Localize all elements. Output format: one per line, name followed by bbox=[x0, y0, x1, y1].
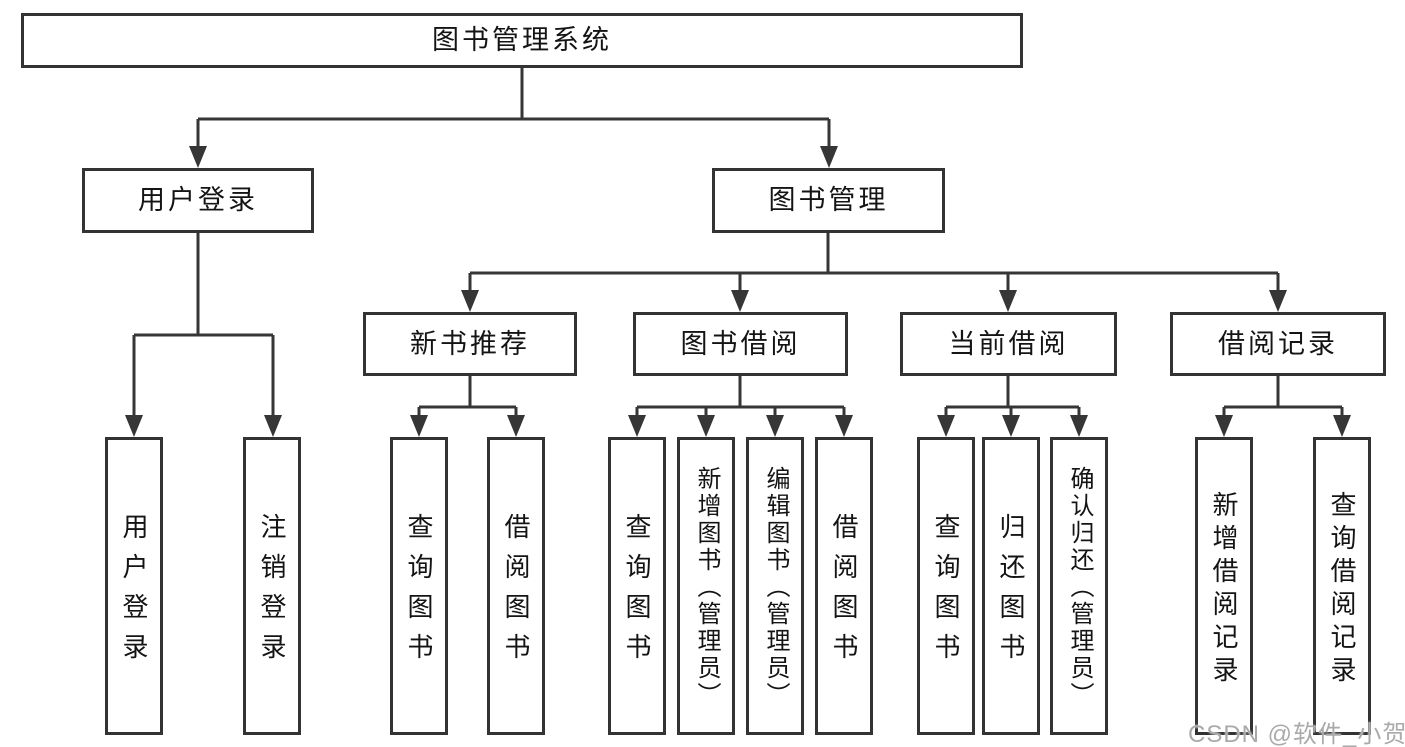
leaf-return-books: 归还图书 bbox=[982, 437, 1040, 735]
leaf-recommend-query-books: 查询图书 bbox=[390, 437, 448, 735]
node-label: 当前借阅 bbox=[948, 328, 1069, 359]
leaf-label: 编辑图书（管理员） bbox=[762, 466, 789, 709]
node-borrowing-records: 借阅记录 bbox=[1170, 312, 1386, 376]
node-label: 图书借阅 bbox=[680, 328, 801, 359]
leaf-edit-book-admin: 编辑图书（管理员） bbox=[746, 437, 804, 735]
leaf-label: 归还图书 bbox=[996, 513, 1026, 673]
leaf-logout: 注销登录 bbox=[243, 437, 301, 735]
leaf-label: 新增借阅记录 bbox=[1209, 490, 1239, 689]
node-new-book-recommendation: 新书推荐 bbox=[363, 312, 577, 376]
csdn-watermark: CSDN @软件_小贺同学 bbox=[1188, 721, 1405, 747]
leaf-label: 查询借阅记录 bbox=[1327, 490, 1357, 689]
leaf-label: 借阅图书 bbox=[829, 513, 859, 673]
leaf-label: 查询图书 bbox=[931, 513, 961, 673]
leaf-confirm-return-admin: 确认归还（管理员） bbox=[1050, 437, 1108, 735]
leaf-label: 查询图书 bbox=[622, 513, 652, 673]
leaf-add-borrow-record: 新增借阅记录 bbox=[1195, 437, 1253, 735]
leaf-label: 确认归还（管理员） bbox=[1066, 466, 1093, 709]
node-label: 图书管理系统 bbox=[432, 25, 612, 56]
leaf-label: 用户登录 bbox=[119, 513, 149, 673]
leaf-label: 新增图书（管理员） bbox=[693, 466, 720, 709]
node-book-management: 图书管理 bbox=[712, 168, 945, 233]
node-label: 新书推荐 bbox=[410, 328, 530, 359]
leaf-borrowing-query-books: 查询图书 bbox=[608, 437, 666, 735]
node-book-borrowing: 图书借阅 bbox=[633, 312, 848, 376]
node-label: 用户登录 bbox=[138, 185, 258, 216]
leaf-add-book-admin: 新增图书（管理员） bbox=[677, 437, 735, 735]
leaf-current-query-books: 查询图书 bbox=[917, 437, 975, 735]
leaf-label: 查询图书 bbox=[404, 513, 434, 673]
leaf-label: 借阅图书 bbox=[501, 513, 531, 673]
node-user-login: 用户登录 bbox=[82, 168, 314, 233]
leaf-label: 注销登录 bbox=[257, 513, 287, 673]
node-label: 图书管理 bbox=[768, 185, 889, 216]
leaf-borrowing-borrow-books: 借阅图书 bbox=[815, 437, 873, 735]
node-current-borrowing: 当前借阅 bbox=[900, 312, 1117, 376]
node-library-system: 图书管理系统 bbox=[21, 13, 1023, 68]
leaf-user-login: 用户登录 bbox=[105, 437, 163, 735]
node-label: 借阅记录 bbox=[1218, 328, 1338, 359]
leaf-query-borrow-record: 查询借阅记录 bbox=[1313, 437, 1371, 735]
leaf-recommend-borrow-books: 借阅图书 bbox=[487, 437, 545, 735]
